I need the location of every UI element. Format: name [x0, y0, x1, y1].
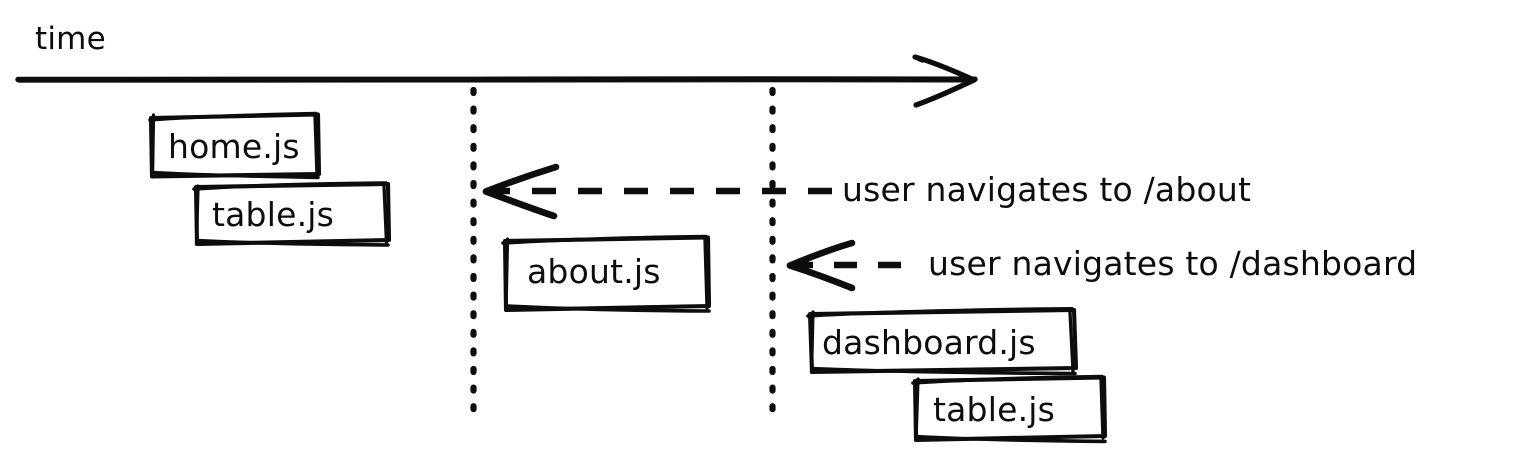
- dashed-left-arrow-dashboard-icon: [786, 239, 920, 292]
- right-arrow-icon: [912, 54, 977, 108]
- annotation-label-about: user navigates to /about: [842, 170, 1252, 209]
- bundle-box-dashboard: [806, 307, 1079, 376]
- time-axis: [15, 54, 978, 108]
- bundle-box-home: [148, 111, 322, 180]
- bundle-box-table-initial: [192, 181, 392, 247]
- bundle-label-dashboard: dashboard.js: [822, 323, 1036, 362]
- bundle-label-table-dashboard: table.js: [933, 390, 1056, 429]
- bundle-label-home: home.js: [168, 127, 300, 166]
- bundle-box-table-dashboard: [911, 374, 1108, 444]
- bundle-label-table-initial: table.js: [212, 195, 335, 234]
- time-axis-label: time: [35, 21, 106, 57]
- bundle-box-about: [501, 234, 712, 313]
- bundle-label-about: about.js: [527, 252, 661, 291]
- dashed-left-arrow-about-icon: [482, 163, 833, 220]
- annotation-label-dashboard: user navigates to /dashboard: [928, 244, 1418, 283]
